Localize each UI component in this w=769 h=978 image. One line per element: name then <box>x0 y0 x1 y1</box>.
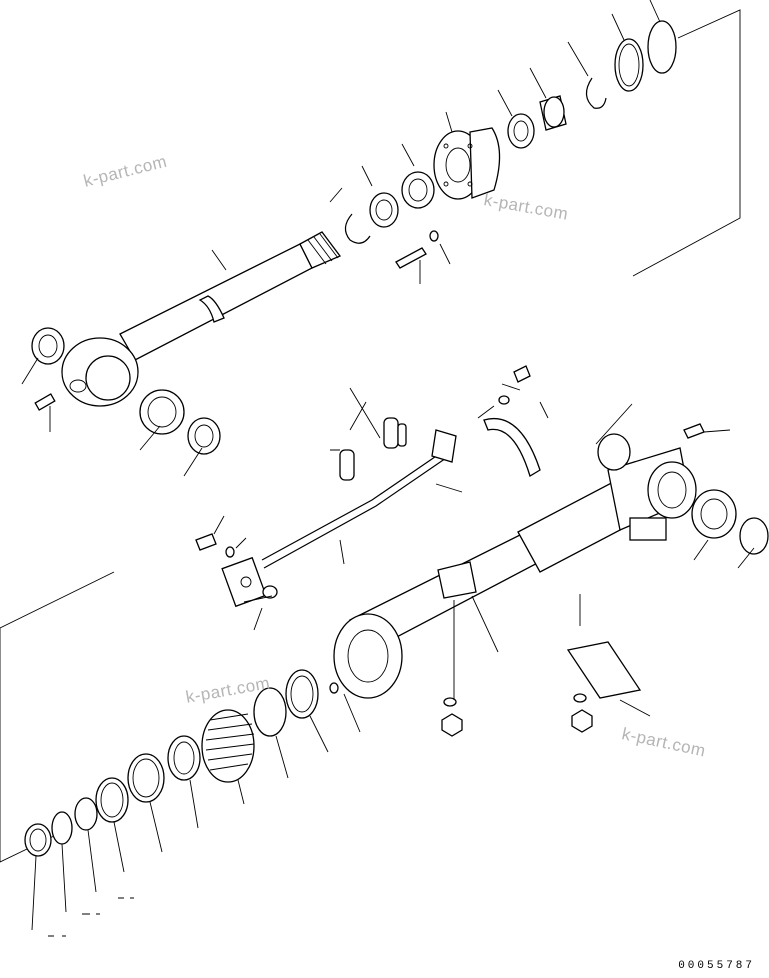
tube-assembly <box>195 365 769 737</box>
drawing-number: 00055787 <box>678 960 755 972</box>
piston-assembly <box>0 571 361 937</box>
rod-assembly <box>21 0 741 477</box>
